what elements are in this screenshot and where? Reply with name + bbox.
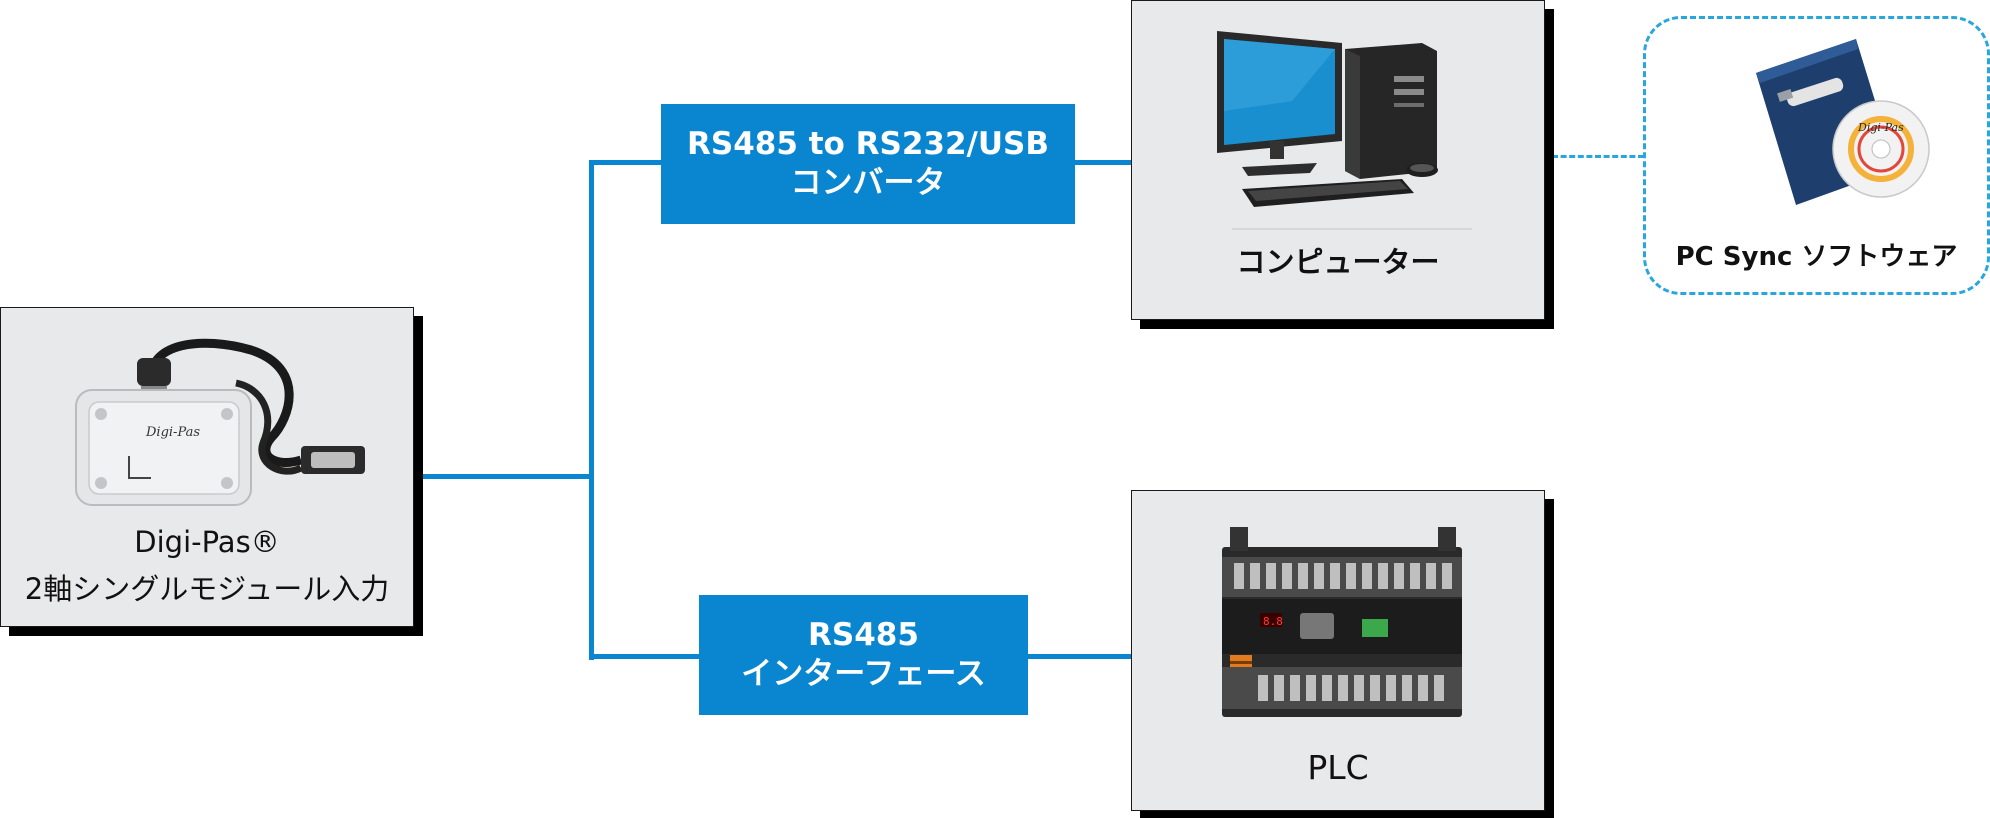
usb-converter-line1: RS485 to RS232/USB: [687, 126, 1049, 163]
software-package-image: Digi-Pas: [1756, 39, 1930, 205]
digi-pas-module-image: Digi-Pas: [75, 338, 365, 506]
module-box: Digi-Pas Digi-Pas® 2軸シングルモジュール入力: [0, 307, 414, 627]
rs485-interface-line2: インターフェース: [741, 656, 986, 692]
rs485-interface-label: RS485 インターフェース: [699, 595, 1028, 715]
rs485-interface-line1: RS485: [808, 617, 919, 654]
module-brand-logo: Digi-Pas: [145, 425, 200, 440]
trunk-line-vertical: [589, 160, 594, 660]
branch-line-top-left: [589, 160, 661, 165]
branch-line-bottom-left: [589, 654, 699, 659]
branch-line-top-right: [1074, 160, 1132, 165]
branch-line-bottom-right: [1027, 654, 1132, 659]
cd-brand-logo: Digi-Pas: [1857, 121, 1904, 134]
software-label: PC Sync ソフトウェア: [1675, 242, 1958, 272]
trunk-line-horizontal: [420, 474, 592, 479]
plc-label: PLC: [1307, 748, 1369, 787]
module-label-line2: 2軸シングルモジュール入力: [24, 572, 390, 606]
computer-image: [1217, 31, 1472, 230]
software-dashed-link: [1552, 155, 1644, 158]
plc-display-digits: 8.8: [1263, 615, 1283, 628]
usb-converter-line2: コンバータ: [790, 165, 946, 201]
software-box: Digi-Pas PC Sync ソフトウェア: [1643, 16, 1990, 295]
usb-converter-label: RS485 to RS232/USB コンバータ: [661, 104, 1075, 224]
computer-label: コンピューター: [1236, 245, 1440, 279]
module-label-line1: Digi-Pas®: [134, 525, 280, 559]
computer-box: コンピューター: [1131, 0, 1545, 320]
plc-image: 8.8: [1222, 527, 1462, 717]
plc-box: 8.8 PLC: [1131, 490, 1545, 811]
